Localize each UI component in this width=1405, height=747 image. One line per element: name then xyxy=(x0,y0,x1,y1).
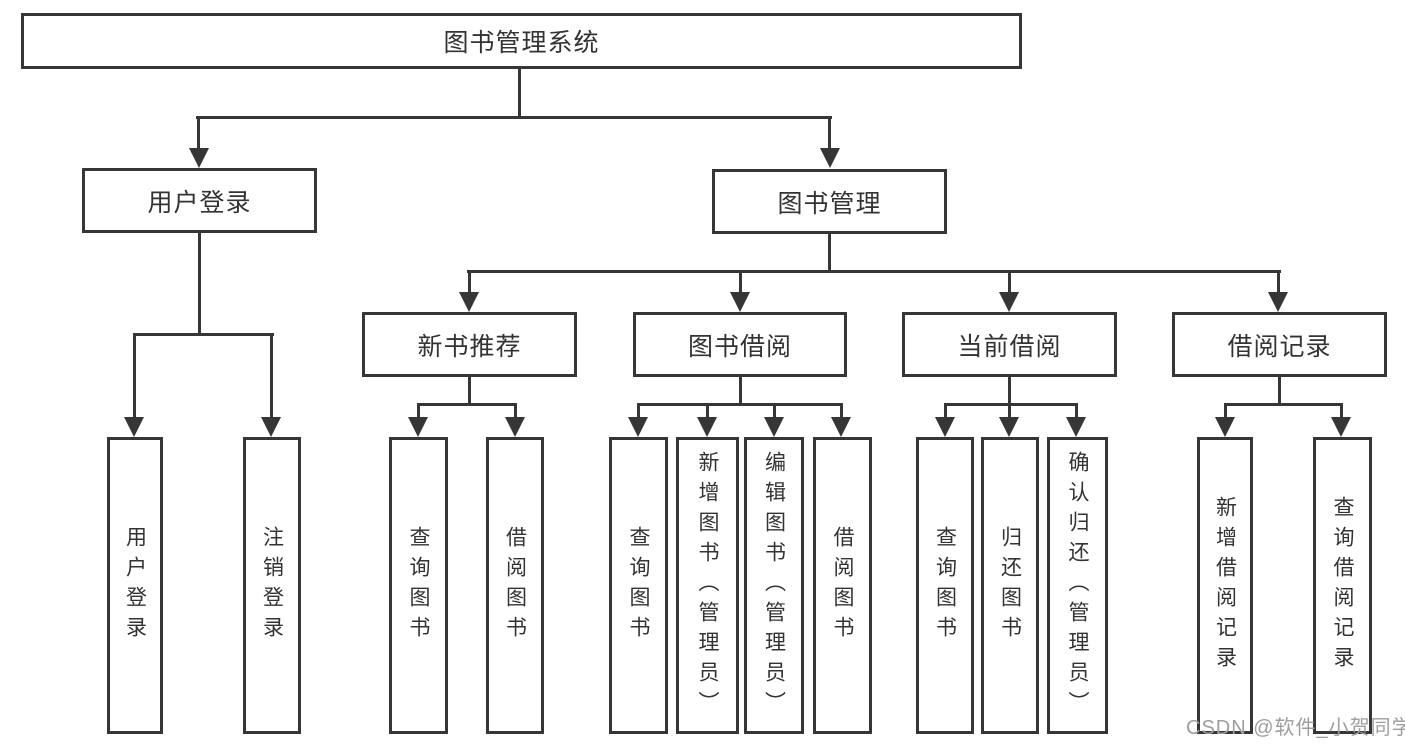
node-label: 用户登录 xyxy=(147,188,252,217)
leaf-cb-return-book: 归还图书 xyxy=(981,437,1039,734)
node-borrow-records: 借阅记录 xyxy=(1172,312,1387,377)
node-current-borrow: 当前借阅 xyxy=(902,312,1117,377)
connector-line xyxy=(1075,403,1078,420)
node-label: 借阅图书 xyxy=(503,525,527,646)
node-label: 新增图书（管理员） xyxy=(696,450,719,721)
arrow-down-icon xyxy=(1331,417,1351,437)
leaf-cb-query-book: 查询图书 xyxy=(916,437,974,734)
connector-line xyxy=(468,377,471,405)
leaf-nbr-query-book: 查询图书 xyxy=(389,437,448,734)
connector-line xyxy=(1008,377,1011,405)
connector-line xyxy=(944,403,1078,406)
arrow-down-icon xyxy=(505,417,525,437)
arrow-down-icon xyxy=(408,417,428,437)
arrow-down-icon xyxy=(261,417,281,437)
connector-line xyxy=(828,234,831,272)
node-label: 图书管理系统 xyxy=(443,29,600,57)
node-label: 新增借阅记录 xyxy=(1213,495,1237,676)
node-label: 编辑图书（管理员） xyxy=(762,450,786,721)
arrow-down-icon xyxy=(1066,417,1086,437)
node-new-book-recommend: 新书推荐 xyxy=(362,312,577,377)
connector-line xyxy=(1008,403,1011,420)
node-label: 借阅图书 xyxy=(831,525,854,646)
connector-line xyxy=(637,403,640,420)
connector-line xyxy=(773,403,776,420)
node-label: 用户登录 xyxy=(123,525,147,646)
leaf-nbr-borrow-book: 借阅图书 xyxy=(486,437,544,734)
node-label: 查询图书 xyxy=(407,525,430,646)
connector-line xyxy=(1277,270,1280,295)
arrow-down-icon xyxy=(935,417,955,437)
leaf-bb-borrow-book: 借阅图书 xyxy=(813,437,872,734)
connector-line xyxy=(198,233,201,335)
arrow-down-icon xyxy=(730,292,750,312)
node-label: 确认归还（管理员） xyxy=(1066,450,1089,721)
leaf-br-add-record: 新增借阅记录 xyxy=(1197,437,1253,734)
arrow-down-icon xyxy=(628,417,648,437)
connector-line xyxy=(133,333,274,336)
connector-line xyxy=(739,270,742,295)
node-label: 借阅记录 xyxy=(1227,332,1332,361)
node-label: 当前借阅 xyxy=(957,332,1062,361)
connector-line xyxy=(1340,403,1343,420)
arrow-down-icon xyxy=(1268,292,1288,312)
node-label: 图书管理 xyxy=(777,189,882,218)
arrow-down-icon xyxy=(697,417,717,437)
node-label: 查询借阅记录 xyxy=(1331,495,1354,676)
node-book-borrow: 图书借阅 xyxy=(633,312,847,377)
connector-line xyxy=(133,333,136,420)
node-label: 新书推荐 xyxy=(417,332,522,361)
connector-line xyxy=(1224,403,1343,406)
leaf-bb-add-book: 新增图书（管理员） xyxy=(676,437,739,734)
connector-line xyxy=(467,270,1281,273)
connector-line xyxy=(1224,403,1227,420)
node-label: 注销登录 xyxy=(260,525,284,646)
connector-line xyxy=(706,403,709,420)
connector-line xyxy=(637,403,843,406)
connector-line xyxy=(197,116,200,152)
node-user-login: 用户登录 xyxy=(82,168,317,233)
node-book-management: 图书管理 xyxy=(712,169,947,234)
connector-line xyxy=(417,403,420,420)
arrow-down-icon xyxy=(999,417,1019,437)
connector-line xyxy=(417,403,517,406)
arrow-down-icon xyxy=(820,148,840,168)
arrow-down-icon xyxy=(459,292,479,312)
connector-line xyxy=(518,69,521,119)
arrow-down-icon xyxy=(764,417,784,437)
arrow-down-icon xyxy=(831,417,851,437)
leaf-bb-edit-book: 编辑图书（管理员） xyxy=(744,437,804,734)
arrow-down-icon xyxy=(999,292,1019,312)
arrow-down-icon xyxy=(124,417,144,437)
node-label: 归还图书 xyxy=(998,525,1022,646)
node-label: 图书借阅 xyxy=(687,332,792,361)
leaf-user-login: 用户登录 xyxy=(107,437,163,734)
connector-line xyxy=(468,270,471,295)
connector-line xyxy=(1278,377,1281,405)
connector-line xyxy=(739,377,742,405)
leaf-logout: 注销登录 xyxy=(243,437,301,734)
connector-line xyxy=(840,403,843,420)
connector-line xyxy=(1008,270,1011,295)
leaf-br-query-record: 查询借阅记录 xyxy=(1313,437,1372,734)
leaf-bb-query-book: 查询图书 xyxy=(609,437,668,734)
connector-line xyxy=(270,333,273,420)
node-library-system: 图书管理系统 xyxy=(21,13,1022,69)
arrow-down-icon xyxy=(1215,417,1235,437)
connector-line xyxy=(514,403,517,420)
connector-line xyxy=(196,116,832,119)
watermark: CSDN @软件_小贺同学 xyxy=(1186,717,1405,739)
node-label: 查询图书 xyxy=(933,525,957,646)
arrow-down-icon xyxy=(189,148,209,168)
connector-line xyxy=(944,403,947,420)
leaf-cb-confirm-return: 确认归还（管理员） xyxy=(1047,437,1108,734)
connector-line xyxy=(828,116,831,152)
node-label: 查询图书 xyxy=(627,525,650,646)
